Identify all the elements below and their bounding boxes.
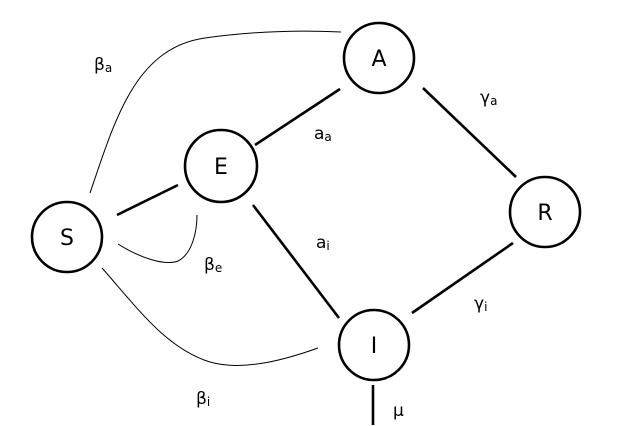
- node-a-label: A: [371, 47, 386, 72]
- node-s-label: S: [60, 226, 74, 251]
- edge-s-to-e-curve: [117, 214, 198, 263]
- node-r-label: R: [537, 201, 552, 226]
- node-a: A: [342, 21, 416, 95]
- edge-e-a: [254, 87, 341, 147]
- node-i: I: [337, 308, 411, 382]
- edge-s-e: [116, 183, 179, 217]
- edge-s-to-i-curve: [101, 267, 319, 366]
- label-gamma-i: γi: [474, 294, 487, 314]
- label-beta-a: βa: [94, 55, 112, 75]
- label-beta-i: βi: [196, 389, 210, 409]
- node-r: R: [508, 175, 582, 249]
- node-e-label: E: [214, 155, 228, 180]
- edge-s-to-a-curve: [89, 30, 342, 194]
- node-i-label: I: [371, 334, 378, 359]
- edge-e-i: [251, 204, 341, 319]
- label-beta-e: βe: [204, 255, 222, 275]
- node-e: E: [183, 128, 259, 204]
- node-s: S: [30, 200, 104, 274]
- edge-a-r: [422, 87, 517, 178]
- label-a-a: aa: [314, 124, 332, 144]
- label-a-i: ai: [316, 233, 330, 253]
- label-gamma-a: γa: [480, 88, 497, 108]
- edge-i-r: [411, 241, 514, 315]
- label-mu: μ: [393, 401, 404, 421]
